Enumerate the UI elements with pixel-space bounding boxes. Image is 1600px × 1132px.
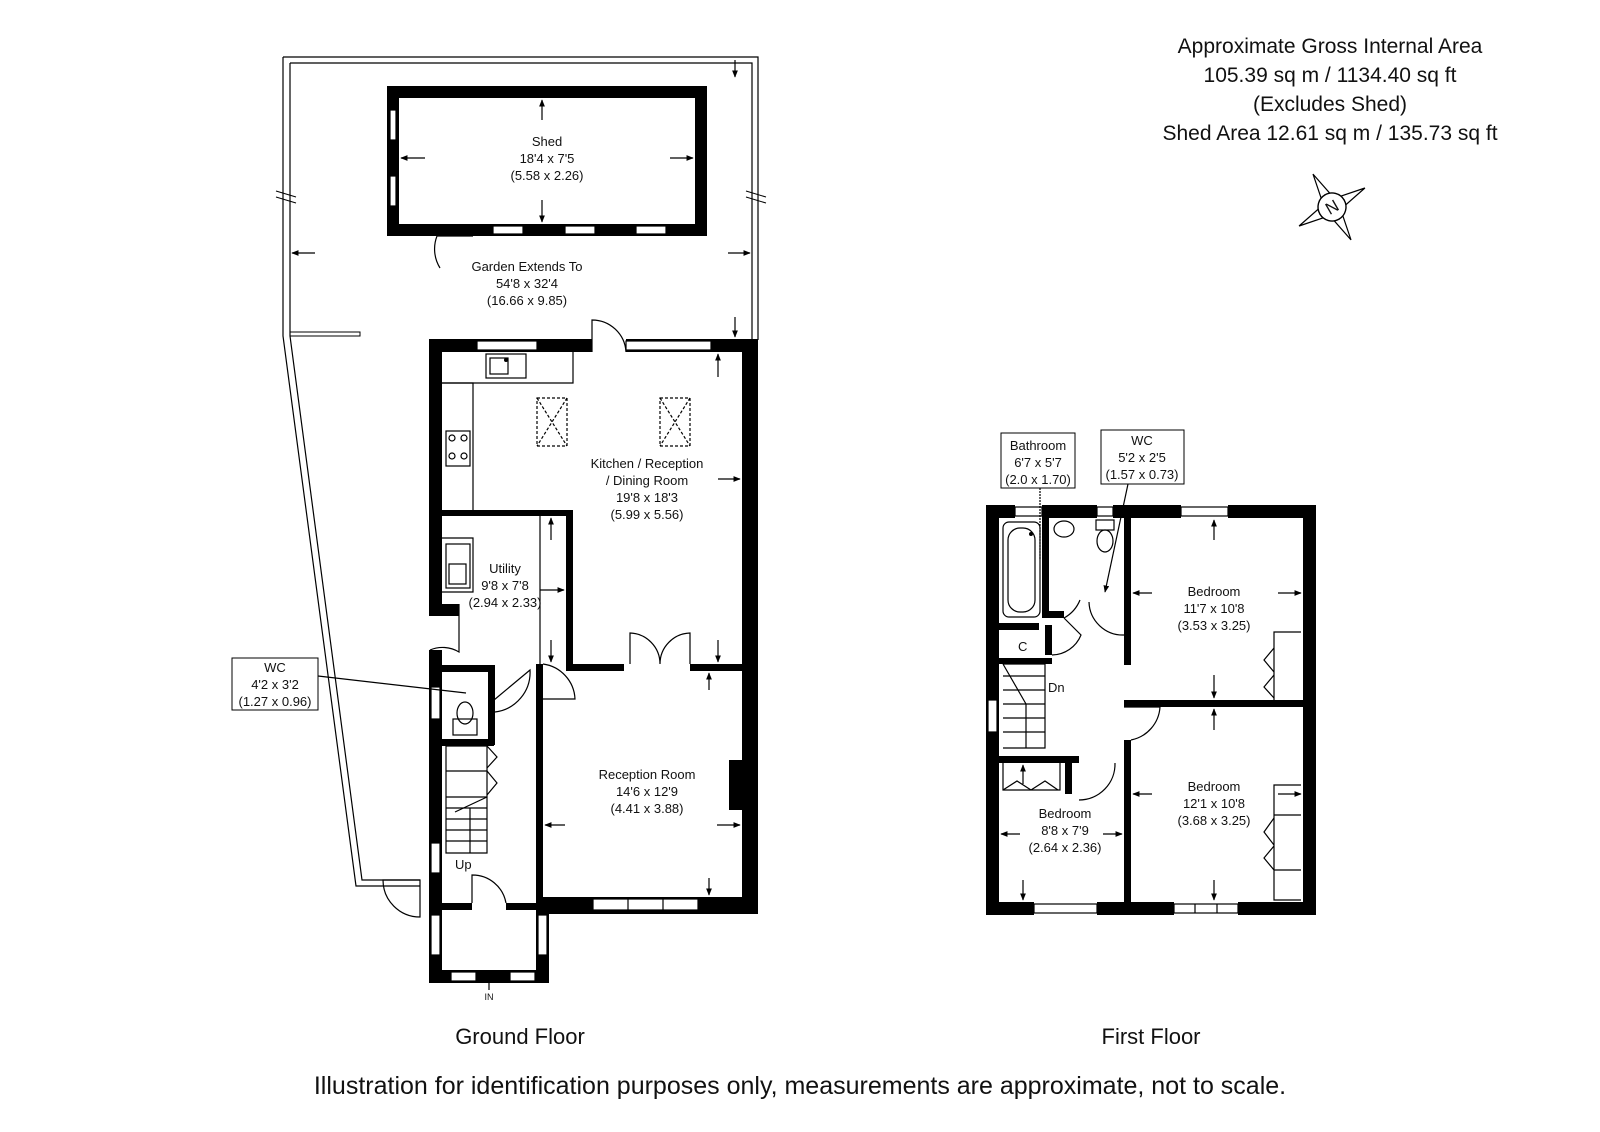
bedroom-3-metric: (2.64 x 2.36) [1029, 840, 1102, 855]
reception-imperial: 14'6 x 12'9 [616, 784, 678, 799]
shed-name: Shed [532, 134, 562, 149]
excludes-shed-note: (Excludes Shed) [1253, 93, 1407, 116]
bedroom-2-name: Bedroom [1188, 779, 1241, 794]
entrance-label: IN [485, 992, 494, 1002]
bathroom-name: Bathroom [1010, 438, 1066, 453]
ground-floor-plan: Shed 18'4 x 7'5 (5.58 x 2.26) Garden Ext… [231, 56, 767, 1049]
garden-name: Garden Extends To [471, 259, 582, 274]
bedroom-2-imperial: 12'1 x 10'8 [1183, 796, 1245, 811]
ground-wc-metric: (1.27 x 0.96) [239, 694, 312, 709]
reception-name: Reception Room [599, 767, 696, 782]
ground-floor-label: Ground Floor [455, 1024, 585, 1049]
ground-floor-windows [430, 340, 712, 982]
shed-area-value: Shed Area 12.61 sq m / 135.73 sq ft [1162, 122, 1497, 145]
garden-imperial: 54'8 x 32'4 [496, 276, 558, 291]
first-wc-name: WC [1131, 433, 1153, 448]
ground-wc-name: WC [264, 660, 286, 675]
first-wc-metric: (1.57 x 0.73) [1106, 467, 1179, 482]
compass-icon: N [1298, 173, 1366, 241]
shed: Shed 18'4 x 7'5 (5.58 x 2.26) [387, 86, 707, 269]
first-wc-imperial: 5'2 x 2'5 [1118, 450, 1166, 465]
cupboard-label: C [1018, 639, 1027, 654]
kitchen-name-line1: Kitchen / Reception [591, 456, 704, 471]
first-floor-wc: WC 5'2 x 2'5 (1.57 x 0.73) [1088, 429, 1185, 636]
disclaimer-text: Illustration for identification purposes… [314, 1072, 1286, 1100]
kitchen-metric: (5.99 x 5.56) [611, 507, 684, 522]
bedroom-1-imperial: 11'7 x 10'8 [1183, 601, 1244, 616]
bedroom-1: Bedroom 11'7 x 10'8 (3.53 x 3.25) [1132, 519, 1302, 700]
gross-area-value: 105.39 sq m / 1134.40 sq ft [1204, 64, 1457, 87]
reception-room: Reception Room 14'6 x 12'9 (4.41 x 3.88) [544, 672, 741, 896]
kitchen-fittings: Kitchen / Reception / Dining Room 19'8 x… [442, 352, 741, 663]
ground-floor-doors [429, 319, 691, 904]
bedroom-3-imperial: 8'8 x 7'9 [1041, 823, 1089, 838]
garden-metric: (16.66 x 9.85) [487, 293, 567, 308]
shed-metric: (5.58 x 2.26) [511, 168, 584, 183]
bedroom-3: Bedroom 8'8 x 7'9 (2.64 x 2.36) [1000, 763, 1123, 901]
bedroom-3-name: Bedroom [1039, 806, 1092, 821]
ground-wc: WC 4'2 x 3'2 (1.27 x 0.96) [231, 657, 478, 736]
reception-metric: (4.41 x 3.88) [611, 801, 684, 816]
bedroom-2-metric: (3.68 x 3.25) [1178, 813, 1251, 828]
first-floor-plan: Bathroom 6'7 x 5'7 (2.0 x 1.70) WC 5'2 x… [986, 429, 1316, 1049]
shed-imperial: 18'4 x 7'5 [520, 151, 575, 166]
gross-area-title: Approximate Gross Internal Area [1178, 35, 1483, 58]
ground-wc-imperial: 4'2 x 3'2 [251, 677, 299, 692]
first-floor-label: First Floor [1102, 1024, 1201, 1049]
utility-metric: (2.94 x 2.33) [469, 595, 542, 610]
bedroom-1-metric: (3.53 x 3.25) [1178, 618, 1251, 633]
garden-boundary [275, 56, 767, 918]
ground-stairs: Up [445, 745, 498, 872]
entrance-marker: IN [485, 973, 494, 1002]
bathroom-imperial: 6'7 x 5'7 [1014, 455, 1062, 470]
utility-imperial: 9'8 x 7'8 [481, 578, 529, 593]
kitchen-imperial: 19'8 x 18'3 [616, 490, 678, 505]
bathroom-metric: (2.0 x 1.70) [1005, 472, 1071, 487]
area-summary: Approximate Gross Internal Area 105.39 s… [1162, 35, 1497, 145]
bedroom-2: Bedroom 12'1 x 10'8 (3.68 x 3.25) [1132, 708, 1302, 901]
kitchen-name-line2: / Dining Room [606, 473, 688, 488]
bedroom-1-name: Bedroom [1188, 584, 1241, 599]
utility-name: Utility [489, 561, 521, 576]
first-floor-windows [987, 506, 1239, 914]
ground-stairs-up-label: Up [455, 857, 472, 872]
first-floor-stairs: C Dn [1002, 639, 1161, 801]
utility-room: Utility 9'8 x 7'8 (2.94 x 2.33) [442, 516, 565, 664]
bathroom: Bathroom 6'7 x 5'7 (2.0 x 1.70) [1000, 432, 1082, 656]
first-stairs-down-label: Dn [1048, 680, 1065, 695]
